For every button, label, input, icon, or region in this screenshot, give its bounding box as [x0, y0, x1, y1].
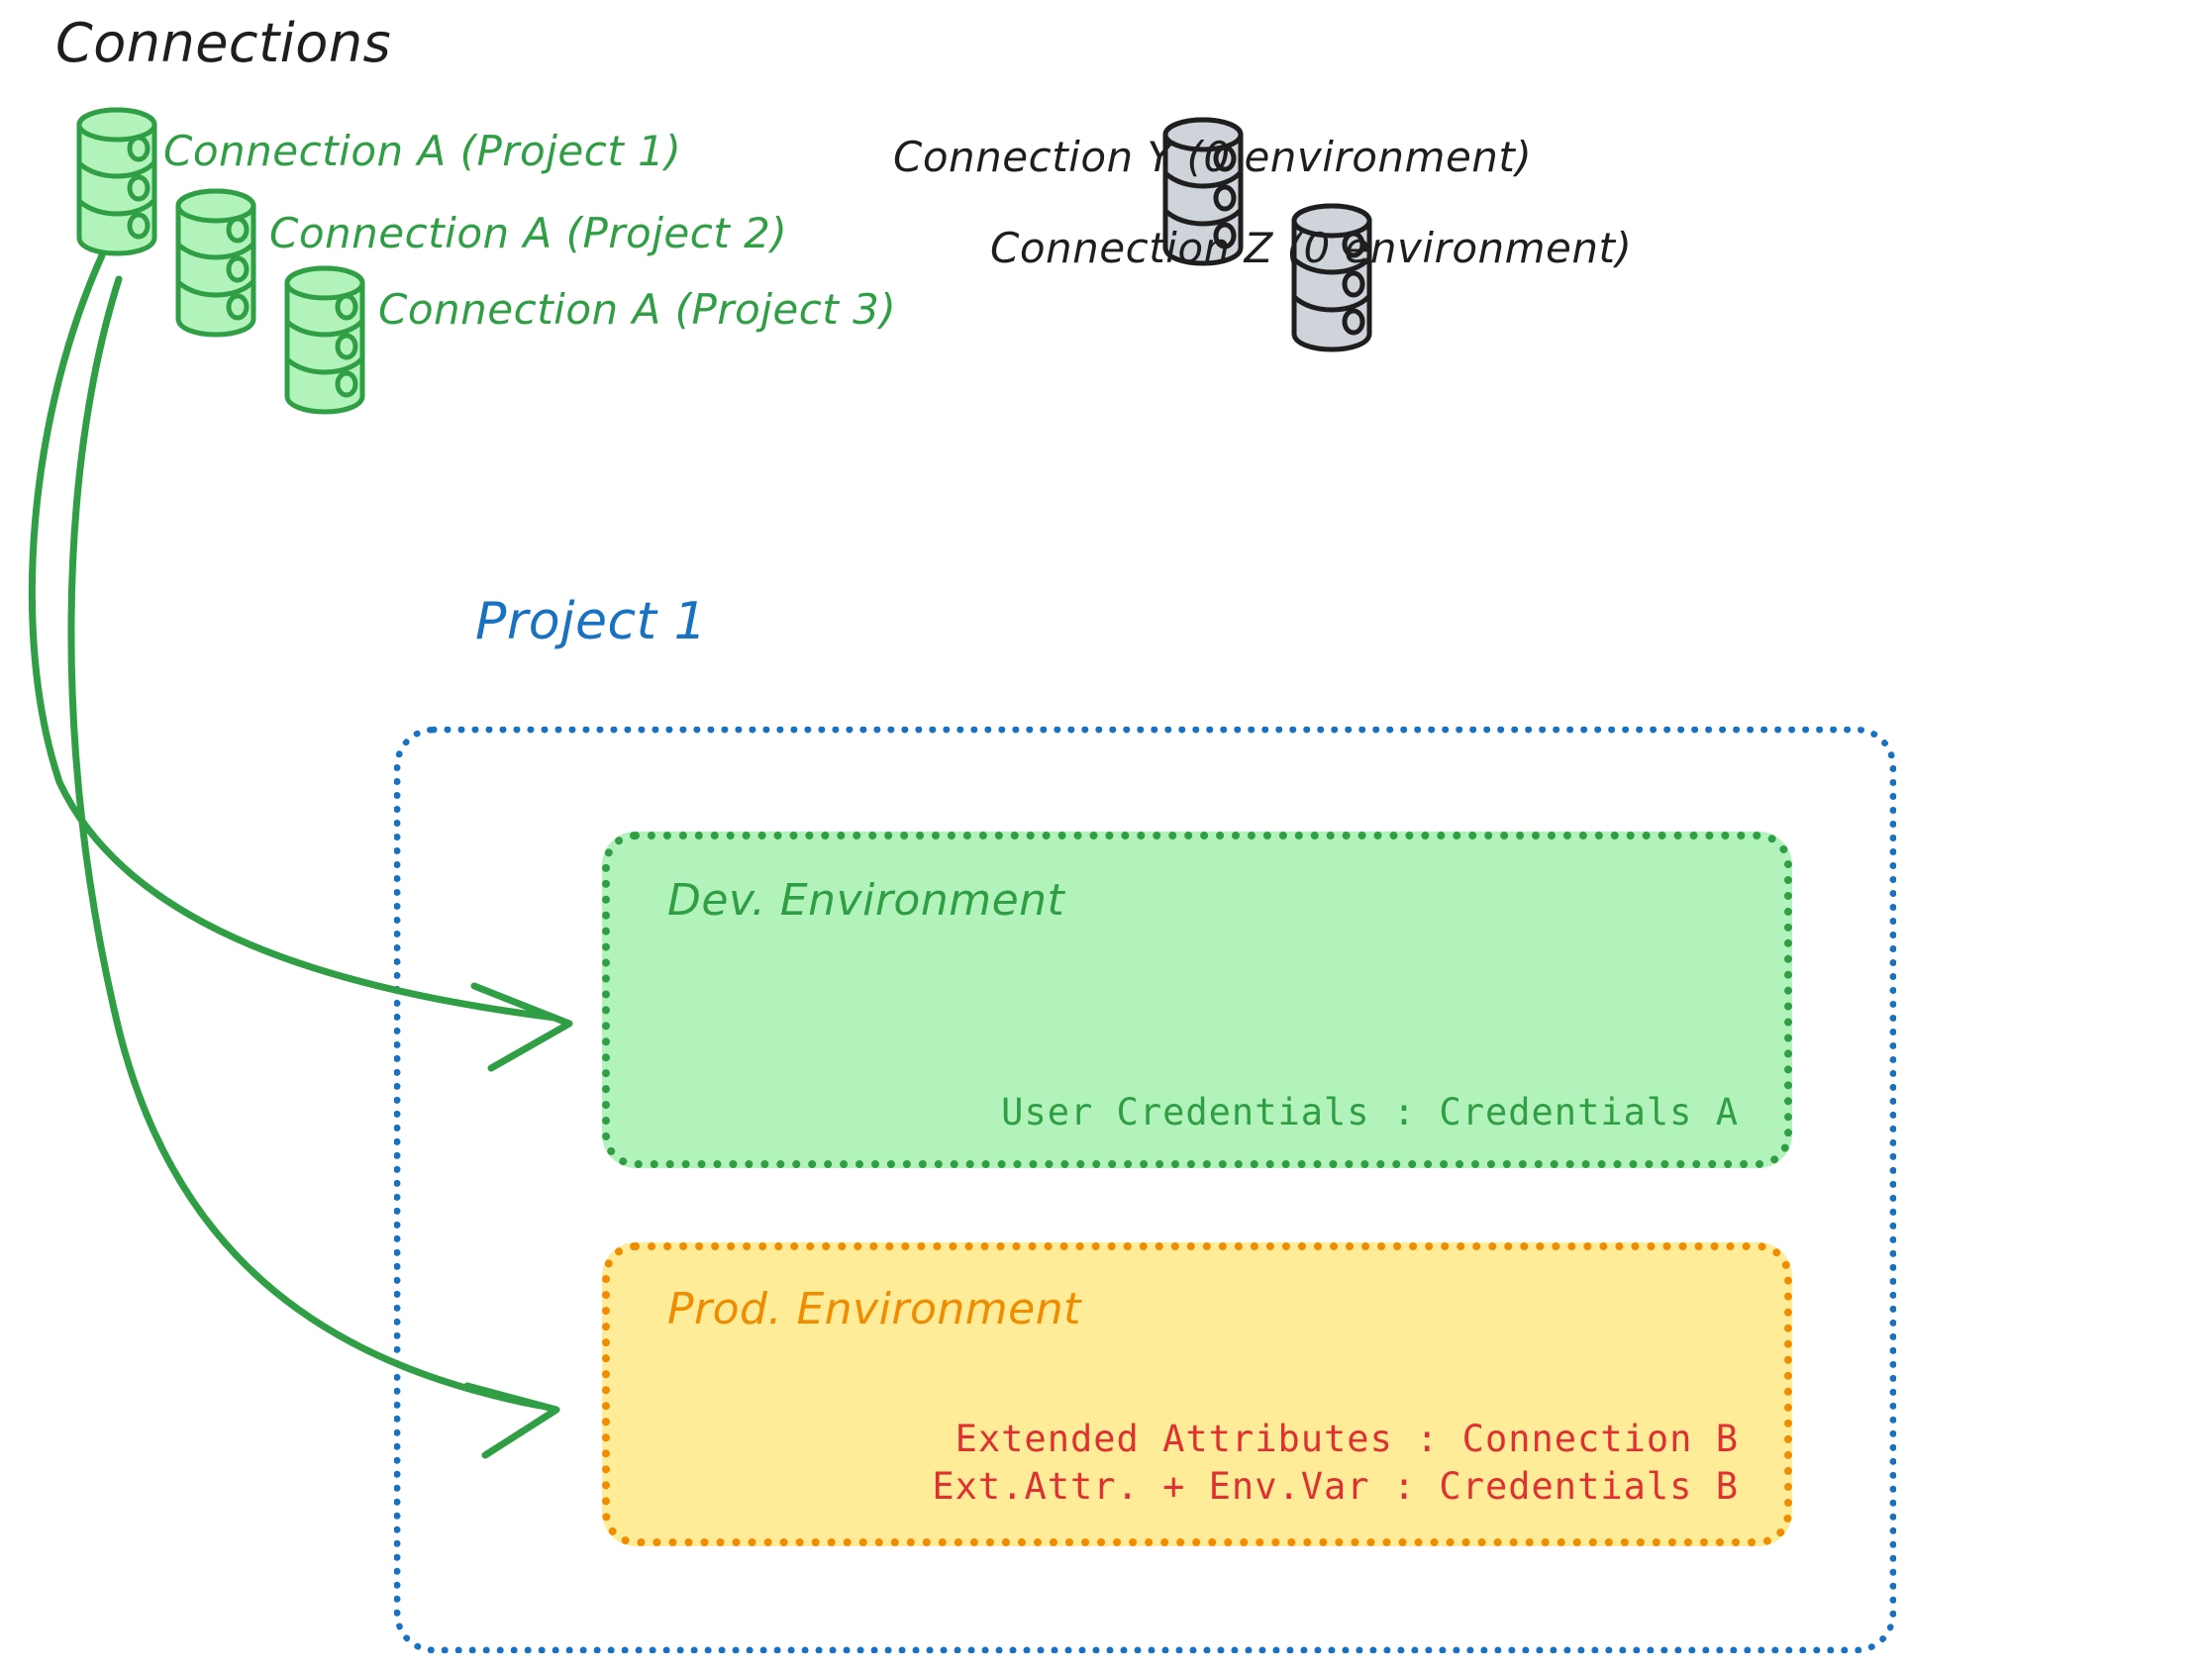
dev-environment-details: User Credentials : Credentials A — [1001, 1089, 1739, 1136]
dev-detail-line-1: User Credentials : Credentials A — [1001, 1091, 1739, 1133]
prod-environment-box: Prod. Environment Extended Attributes : … — [602, 1242, 1792, 1546]
connection-label-y: Connection Y (0 environment) — [893, 133, 1533, 181]
connection-label-a-project-3: Connection A (Project 3) — [378, 285, 897, 334]
database-icon-connection-a-project-3 — [287, 268, 362, 412]
page-title: Connections — [55, 12, 392, 74]
dev-environment-box: Dev. Environment User Credentials : Cred… — [602, 832, 1792, 1168]
prod-environment-title: Prod. Environment — [667, 1284, 1081, 1334]
project-title: Project 1 — [475, 592, 708, 651]
prod-detail-line-2: Ext.Attr. + Env.Var : Credentials B — [932, 1465, 1739, 1508]
database-icon-connection-a-project-2 — [178, 191, 253, 335]
connection-label-a-project-2: Connection A (Project 2) — [269, 209, 788, 257]
prod-environment-details: Extended Attributes : Connection B Ext.A… — [932, 1416, 1739, 1511]
dev-environment-title: Dev. Environment — [667, 875, 1065, 926]
connection-label-z: Connection Z (0 environment) — [990, 224, 1633, 272]
connection-label-a-project-1: Connection A (Project 1) — [163, 127, 682, 175]
database-icon-connection-a-project-1 — [79, 110, 154, 253]
prod-detail-line-1: Extended Attributes : Connection B — [955, 1418, 1739, 1460]
